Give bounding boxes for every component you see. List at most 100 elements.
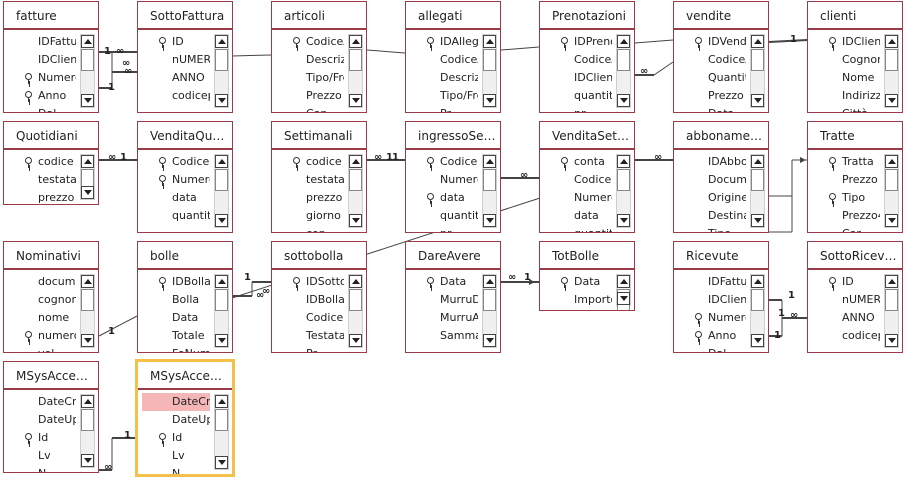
field-row[interactable]: data (410, 189, 478, 207)
field-row[interactable]: Data (142, 309, 210, 327)
scrollbar-thumb[interactable] (617, 169, 630, 191)
scrollbar[interactable] (616, 34, 631, 108)
table-title[interactable]: clienti (808, 2, 902, 30)
scroll-down-arrow-icon[interactable] (885, 94, 898, 107)
field-row[interactable]: prezzo (8, 189, 76, 204)
table-title[interactable]: sottobolla (272, 242, 366, 270)
table-title[interactable]: abbonamenti (674, 122, 768, 150)
field-row[interactable]: Destina (678, 207, 746, 225)
field-row[interactable]: Bolla (142, 291, 210, 309)
scroll-down-arrow-icon[interactable] (483, 334, 496, 347)
scroll-down-arrow-icon[interactable] (751, 214, 764, 227)
scrollbar[interactable] (482, 274, 497, 348)
scrollbar-thumb[interactable] (885, 289, 898, 311)
field-row[interactable]: IDPreno (544, 33, 612, 51)
field-row[interactable]: IDAbbo (678, 153, 746, 171)
field-list[interactable]: IDFattuIDClientNumeroAnnoDal (8, 33, 76, 112)
field-row[interactable]: cognom (8, 291, 76, 309)
scroll-down-arrow-icon[interactable] (751, 94, 764, 107)
scrollbar[interactable] (750, 274, 765, 348)
field-row[interactable]: ID (142, 33, 210, 51)
scrollbar-thumb[interactable] (215, 49, 228, 71)
field-row[interactable]: Dal (678, 345, 746, 352)
scroll-down-arrow-icon[interactable] (81, 334, 94, 347)
field-list[interactable]: TrattaPrezzoTipoPrezzo4Cor (812, 153, 880, 232)
field-list[interactable]: IDBollaBollaDataTotaleFoNum (142, 273, 210, 352)
field-row[interactable]: Descrizi (410, 69, 478, 87)
scrollbar-thumb[interactable] (483, 289, 496, 311)
field-row[interactable]: testata (8, 171, 76, 189)
table-sottofattura[interactable]: SottoFatturaIDnUMERANNOcodicep (137, 1, 233, 113)
field-row[interactable]: N (8, 465, 76, 472)
field-row[interactable]: Prezzo (678, 87, 746, 105)
scrollbar[interactable] (884, 34, 899, 108)
field-row[interactable]: Pr (410, 105, 478, 112)
scroll-down-arrow-icon[interactable] (81, 94, 94, 107)
scroll-down-arrow-icon[interactable] (349, 214, 362, 227)
scrollbar-thumb[interactable] (349, 169, 362, 191)
field-list[interactable]: CodiceADescriziTipo/FrePrezzoCop (276, 33, 344, 112)
scroll-down-arrow-icon[interactable] (81, 186, 94, 199)
scroll-down-arrow-icon[interactable] (81, 454, 94, 467)
scrollbar[interactable] (348, 154, 363, 228)
scrollbar[interactable] (80, 34, 95, 108)
field-row[interactable]: pr (410, 225, 478, 232)
field-row[interactable]: Indirizzo (812, 87, 880, 105)
scroll-up-arrow-icon[interactable] (215, 395, 228, 408)
scroll-up-arrow-icon[interactable] (885, 155, 898, 168)
field-row[interactable]: IDSotto (276, 273, 344, 291)
field-row[interactable]: giorno (276, 207, 344, 225)
scrollbar[interactable] (884, 154, 899, 228)
table-articoli[interactable]: articoliCodiceADescriziTipo/FrePrezzoCop (271, 1, 367, 113)
scroll-up-arrow-icon[interactable] (885, 275, 898, 288)
table-title[interactable]: Settimanali (272, 122, 366, 150)
scrollbar[interactable] (482, 154, 497, 228)
scrollbar[interactable] (348, 34, 363, 108)
table-title[interactable]: Nominativi (4, 242, 98, 270)
field-list[interactable]: IDnUMERANNOcodicep (812, 273, 880, 352)
field-row[interactable]: Testata (276, 327, 344, 345)
scrollbar-thumb[interactable] (885, 49, 898, 71)
field-row[interactable]: DateUp (142, 411, 210, 429)
field-row[interactable]: codice (276, 153, 344, 171)
field-list[interactable]: IDAllegaCodiceADescriziTipo/FrePr (410, 33, 478, 112)
table-ricevute[interactable]: RicevuteIDFattuIDClientNumeroAnnoDal (673, 241, 769, 353)
table-title[interactable]: VenditaSetti... (540, 122, 634, 150)
field-list[interactable]: IDAbboDocumeOrigineDestinaTipo (678, 153, 746, 232)
field-row[interactable]: IDClient (544, 69, 612, 87)
field-row[interactable]: Codice (544, 171, 612, 189)
scroll-up-arrow-icon[interactable] (349, 155, 362, 168)
field-row[interactable]: prezzo (276, 189, 344, 207)
field-row[interactable]: Tratta (812, 153, 880, 171)
scroll-down-arrow-icon[interactable] (885, 214, 898, 227)
field-list[interactable]: IDPrenoCodiceAIDClientquantitnr (544, 33, 612, 112)
scroll-down-arrow-icon[interactable] (215, 214, 228, 227)
field-row[interactable]: Codice (276, 309, 344, 327)
table-msysaccess1[interactable]: MSysAccess...DateCreDateUpIdLvN (3, 361, 99, 473)
table-title[interactable]: TotBolle (540, 242, 634, 270)
field-row[interactable]: codicep (142, 87, 210, 105)
field-row[interactable]: docume (8, 273, 76, 291)
field-row[interactable]: Cop (276, 105, 344, 112)
field-row[interactable]: MurruA (410, 309, 478, 327)
field-row[interactable]: IDClient (678, 291, 746, 309)
scrollbar[interactable] (214, 274, 229, 348)
field-row[interactable]: Cognor (812, 51, 880, 69)
scroll-up-arrow-icon[interactable] (215, 155, 228, 168)
field-list[interactable]: DateCreDateUpIdLvN (142, 393, 210, 474)
scroll-up-arrow-icon[interactable] (617, 35, 630, 48)
field-row[interactable]: Data (544, 273, 612, 291)
scroll-up-arrow-icon[interactable] (81, 395, 94, 408)
field-row[interactable]: Id (8, 429, 76, 447)
field-row[interactable]: N (142, 465, 210, 474)
field-row[interactable]: IDClient (8, 51, 76, 69)
field-row[interactable]: CodiceA (410, 51, 478, 69)
scrollbar-thumb[interactable] (483, 169, 496, 191)
table-prenotazioni[interactable]: PrenotazioniIDPrenoCodiceAIDClientquanti… (539, 1, 635, 113)
scrollbar[interactable] (80, 154, 95, 200)
field-row[interactable]: Città (812, 105, 880, 112)
field-row[interactable]: Tipo/Fre (276, 69, 344, 87)
field-row[interactable]: nUMER (142, 51, 210, 69)
scroll-down-arrow-icon[interactable] (617, 214, 630, 227)
